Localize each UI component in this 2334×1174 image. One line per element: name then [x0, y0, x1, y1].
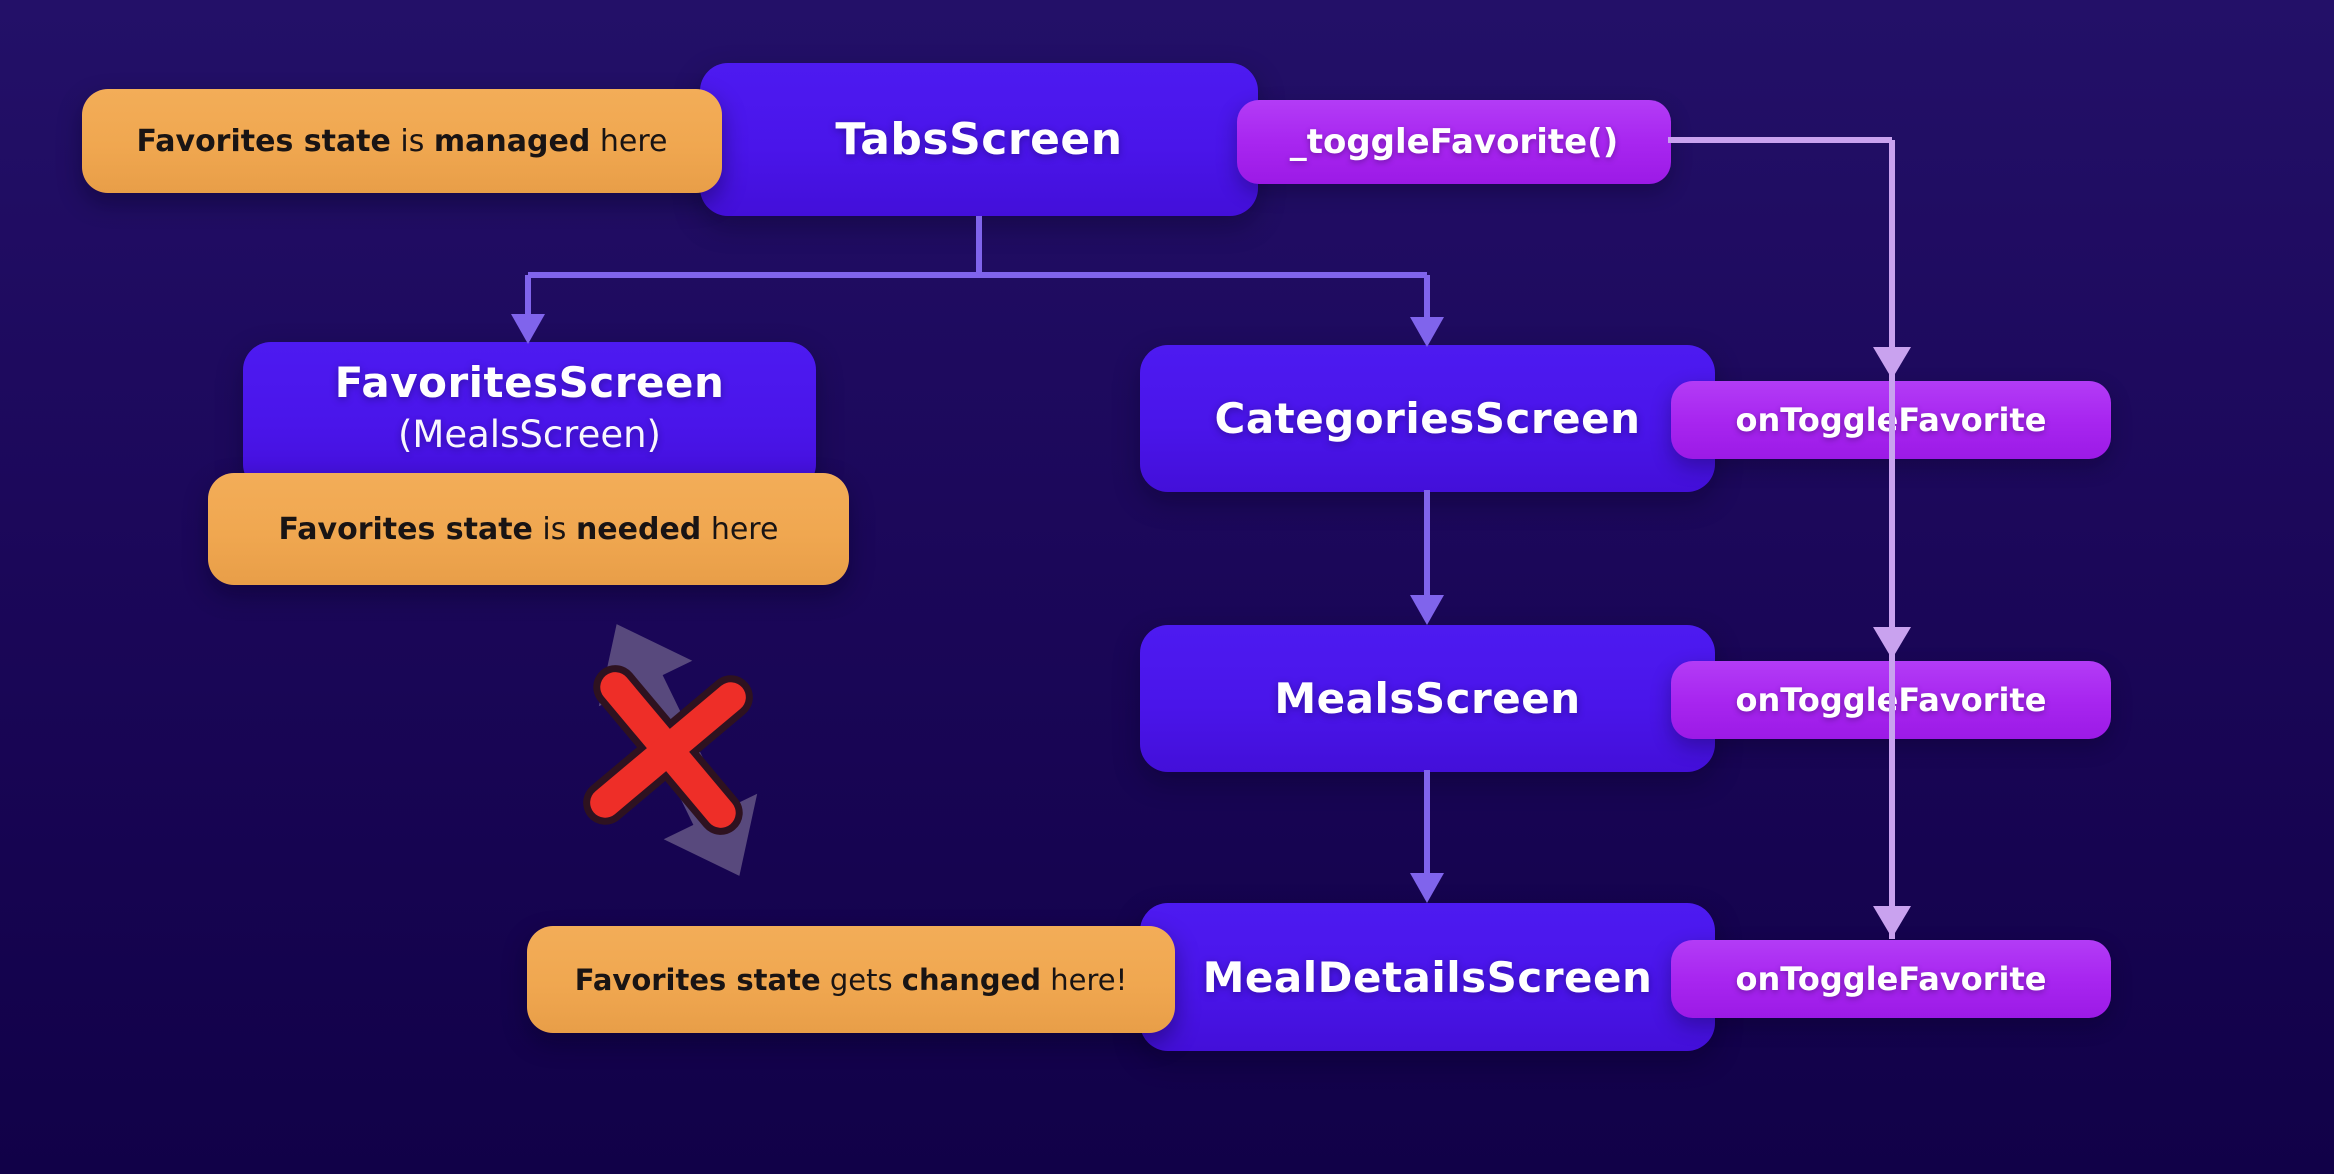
node-favorites-screen-sublabel: (MealsScreen): [398, 413, 661, 456]
badge-state-changed: Favorites state gets changed here!: [527, 926, 1175, 1033]
pill-on-toggle-favorite-meal-details: onToggleFavorite: [1671, 940, 2111, 1018]
node-favorites-screen: FavoritesScreen (MealsScreen): [243, 342, 816, 492]
arrowhead-categories: [1410, 317, 1444, 347]
badge-text-part: Favorites state: [136, 123, 391, 159]
node-tabs-screen: TabsScreen: [700, 63, 1258, 216]
pill-toggle-favorite-function: _toggleFavorite(): [1237, 100, 1671, 184]
pill-on-toggle-favorite-label: onToggleFavorite: [1735, 681, 2047, 719]
badge-state-needed: Favorites state is needed here: [208, 473, 849, 585]
node-categories-screen: CategoriesScreen: [1140, 345, 1715, 492]
node-meal-details-screen: MealDetailsScreen: [1140, 903, 1715, 1051]
badge-state-managed: Favorites state is managed here: [82, 89, 722, 193]
badge-text-part: here: [590, 123, 668, 159]
badge-text-part: here: [701, 511, 779, 547]
badge-text-part: changed: [901, 962, 1042, 997]
red-x-icon: [583, 665, 753, 835]
pill-on-toggle-favorite-label: onToggleFavorite: [1735, 960, 2047, 998]
node-meal-details-screen-label: MealDetailsScreen: [1202, 952, 1653, 1002]
arrowhead-meals: [1410, 595, 1444, 625]
badge-text-part: managed: [433, 123, 591, 159]
badge-text-part: gets: [820, 962, 902, 997]
node-favorites-screen-label: FavoritesScreen: [334, 358, 725, 407]
node-categories-screen-label: CategoriesScreen: [1214, 394, 1641, 443]
arrowhead-meal-details: [1410, 873, 1444, 903]
badge-text-part: Favorites state: [278, 511, 533, 547]
arrowhead-on-toggle-3: [1873, 906, 1911, 938]
node-tabs-screen-label: TabsScreen: [835, 114, 1123, 165]
arrowhead-on-toggle-2: [1873, 627, 1911, 659]
badge-text-part: here!: [1041, 962, 1128, 997]
node-meals-screen: MealsScreen: [1140, 625, 1715, 772]
badge-text-part: is: [532, 511, 576, 547]
pill-on-toggle-favorite-meals: onToggleFavorite: [1671, 661, 2111, 739]
node-meals-screen-label: MealsScreen: [1274, 674, 1581, 723]
badge-text-part: Favorites state: [574, 962, 821, 997]
arrowhead-favorites: [511, 314, 545, 344]
arrowhead-on-toggle-1: [1873, 347, 1911, 379]
pill-on-toggle-favorite-label: onToggleFavorite: [1735, 401, 2047, 439]
badge-text-part: needed: [575, 511, 702, 547]
badge-text-part: is: [390, 123, 434, 159]
pill-on-toggle-favorite-categories: onToggleFavorite: [1671, 381, 2111, 459]
pill-toggle-favorite-function-label: _toggleFavorite(): [1289, 122, 1619, 162]
double-headed-arrow-icon: [598, 624, 758, 876]
